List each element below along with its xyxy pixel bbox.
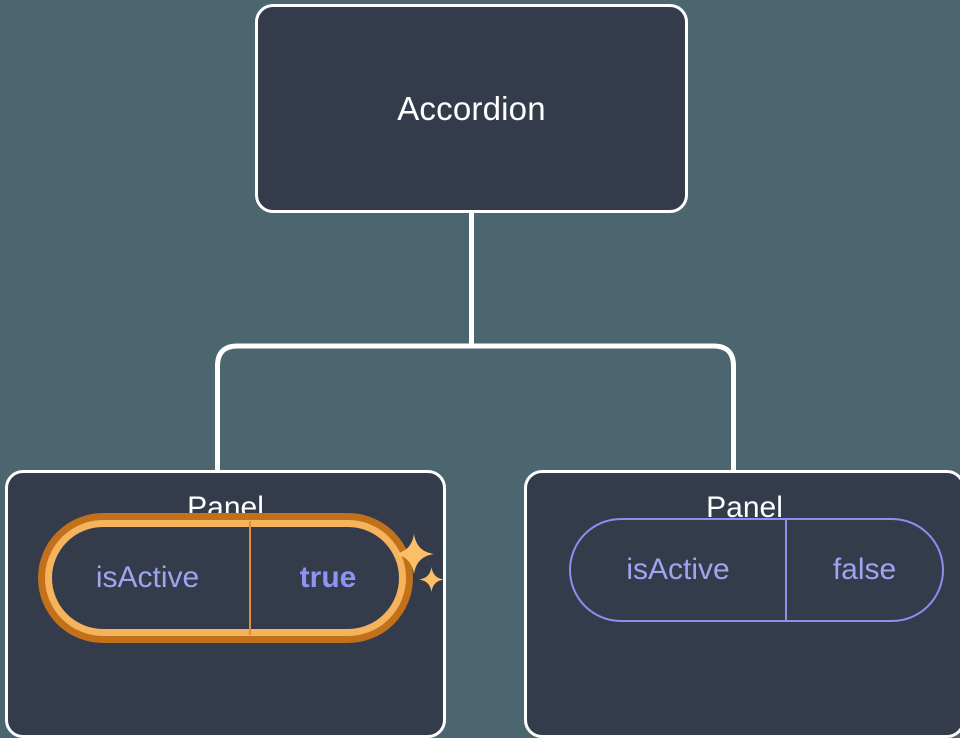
prop-value-label: true	[299, 561, 357, 594]
node-accordion-label: Accordion	[397, 89, 546, 127]
sparkle-large-icon	[394, 534, 434, 574]
edge-branch-bar	[215, 343, 736, 470]
prop-value-cell: false	[787, 520, 942, 620]
node-accordion[interactable]: Accordion	[255, 4, 688, 213]
sparkle-group	[385, 533, 445, 603]
prop-key-label: isActive	[626, 553, 730, 586]
prop-key-cell: isActive	[46, 521, 251, 635]
prop-key-cell: isActive	[571, 520, 787, 620]
prop-key-label: isActive	[95, 561, 200, 594]
node-panel-left[interactable]: Panel isActive true	[5, 470, 446, 738]
prop-value-label: false	[832, 553, 897, 586]
sparkle-small-icon	[419, 567, 444, 592]
prop-pill-isactive-true[interactable]: isActive true	[38, 513, 413, 643]
node-panel-right[interactable]: Panel isActive false	[524, 470, 960, 738]
prop-pill-isactive-false[interactable]: isActive false	[569, 518, 944, 622]
prop-value-cell: true	[251, 521, 405, 635]
